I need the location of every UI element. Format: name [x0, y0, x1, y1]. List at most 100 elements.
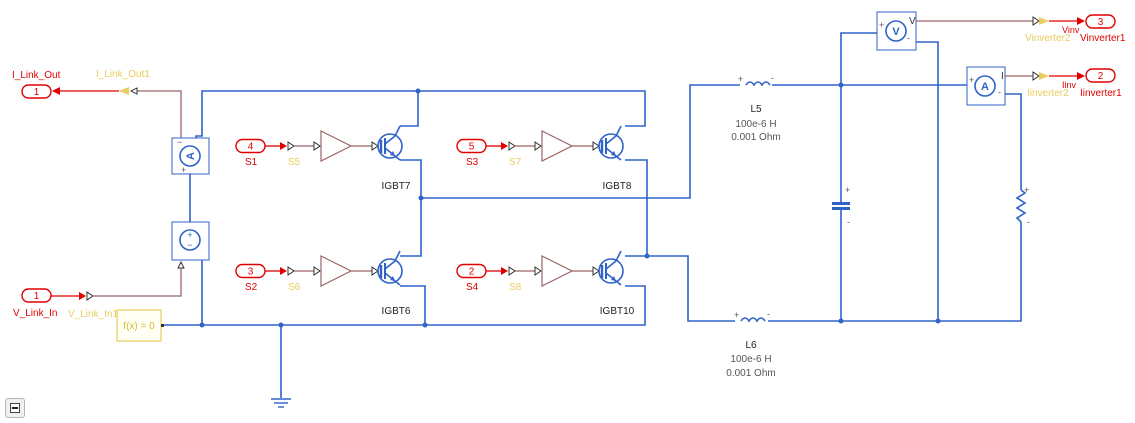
ac-voltage-sensor-block[interactable]: V + - V — [876, 11, 917, 51]
v-link-in-label: V_Link_In — [13, 308, 57, 319]
leg2-midpoint — [625, 159, 648, 257]
igbt-icon — [598, 133, 624, 159]
port-number: 3 — [1098, 17, 1104, 28]
svg-text:-: - — [771, 73, 774, 83]
minus-sign: - — [1027, 217, 1030, 227]
gain-triangle-icon — [320, 255, 353, 287]
igbt-block[interactable] — [377, 125, 403, 161]
inport-s1[interactable]: 4 — [235, 138, 266, 154]
gain-triangle-icon — [541, 255, 574, 287]
l5-name: L5 — [750, 104, 762, 115]
converter-label: S7 — [509, 157, 522, 168]
inport-s3[interactable]: 5 — [456, 138, 487, 154]
igbt-icon — [377, 258, 403, 284]
gate-gain-block[interactable] — [541, 130, 574, 162]
arrow-head — [501, 267, 508, 275]
gate-gain-block[interactable] — [541, 255, 574, 287]
gate-gain-block[interactable] — [320, 130, 353, 162]
ammeter-icon — [179, 145, 201, 167]
junction — [199, 322, 205, 328]
ground-icon[interactable] — [271, 398, 291, 408]
l5-inductance: 100e-6 H — [735, 119, 776, 130]
gate-gain-block[interactable] — [320, 255, 353, 287]
i-link-out-label: I_Link_Out — [12, 70, 61, 81]
ps-converter-port — [508, 266, 516, 276]
igbt-block[interactable] — [377, 250, 403, 286]
inport-label: S4 — [466, 282, 479, 293]
iinverter-goto-label: Iinverter2 — [1027, 88, 1069, 99]
igbt6-emitter-wire — [400, 285, 426, 325]
minimize-button[interactable] — [5, 398, 25, 418]
svg-text:-: - — [767, 309, 770, 319]
port-arrow — [371, 266, 379, 276]
svg-text:+: + — [734, 310, 739, 320]
voltmeter-icon — [885, 20, 907, 42]
inductor-l5[interactable]: + - — [738, 73, 774, 87]
outport-i-link-out[interactable]: 1 — [21, 84, 52, 99]
voltmeter-symbol: V — [892, 26, 900, 38]
ps-converter-port — [508, 141, 516, 151]
vinverter-goto-label: Vinverter2 — [1025, 33, 1071, 44]
converter-label: S6 — [288, 282, 301, 293]
outport-vinverter[interactable]: 3 — [1085, 14, 1116, 29]
minimize-icon — [10, 403, 20, 413]
junction — [422, 322, 428, 328]
capacitor-block[interactable]: + - — [832, 185, 850, 227]
v-link-in-from-label: V_Link_In1 — [68, 309, 118, 320]
igbt-block[interactable] — [598, 125, 624, 161]
solver-configuration-block[interactable]: f(x) = 0 — [116, 309, 164, 342]
inport-s4[interactable]: 2 — [456, 263, 487, 279]
arrow-head — [501, 142, 508, 150]
iinv-signal-label: Iinv — [1062, 80, 1077, 90]
converter-label: S8 — [509, 282, 522, 293]
ac-current-sensor-block[interactable]: A + - I — [966, 66, 1006, 106]
minus-sign: - — [998, 87, 1001, 97]
plus-sign: + — [879, 20, 884, 30]
leg2-output-wire — [647, 255, 735, 322]
igbt-icon — [377, 133, 403, 159]
ammeter-symbol: A — [185, 152, 197, 160]
voltmeter-minus-wire — [907, 37, 939, 321]
leg1-midpoint — [400, 159, 422, 257]
arrow-head — [280, 142, 287, 150]
plus-sign: + — [187, 230, 192, 240]
port-arrow — [592, 141, 600, 151]
dc-current-sensor-block[interactable]: A − + — [171, 137, 210, 175]
vinverter-label: Vinverter1 — [1080, 33, 1126, 44]
resistor-block[interactable]: + - — [1015, 185, 1030, 227]
outport-iinverter[interactable]: 2 — [1085, 68, 1116, 83]
voltage-source-icon — [179, 229, 201, 251]
arrow-head — [280, 267, 287, 275]
l5-resistance: 0.001 Ohm — [731, 132, 780, 143]
inport-label: S1 — [245, 157, 258, 168]
port-number: 5 — [469, 142, 475, 153]
ps-converter-port — [287, 141, 295, 151]
port-number: 3 — [248, 267, 254, 278]
inductor-icon — [745, 81, 771, 87]
port-arrow — [313, 141, 321, 151]
igbt-label: IGBT6 — [382, 306, 411, 317]
junction — [935, 318, 941, 324]
port-arrow — [592, 266, 600, 276]
port-number: 2 — [469, 267, 475, 278]
dc-voltage-source-block[interactable]: + − — [171, 221, 210, 269]
inport-v-link-in[interactable]: 1 — [21, 288, 52, 303]
inductor-l6[interactable]: + - — [734, 309, 770, 323]
port-number: 4 — [248, 142, 254, 153]
iinv-signal — [1005, 71, 1085, 81]
inport-label: S3 — [466, 157, 479, 168]
svg-text:+: + — [738, 74, 743, 84]
l6-resistance: 0.001 Ohm — [726, 368, 775, 379]
igbt-icon — [598, 258, 624, 284]
l6-inductance: 100e-6 H — [730, 354, 771, 365]
solver-label: f(x) = 0 — [123, 321, 155, 332]
igbt-block[interactable] — [598, 250, 624, 286]
inport-s2[interactable]: 3 — [235, 263, 266, 279]
ammeter-icon — [974, 75, 996, 97]
igbt-label: IGBT7 — [382, 181, 411, 192]
inport-label: S2 — [245, 282, 258, 293]
l6-name: L6 — [745, 340, 757, 351]
port-arrow — [313, 266, 321, 276]
